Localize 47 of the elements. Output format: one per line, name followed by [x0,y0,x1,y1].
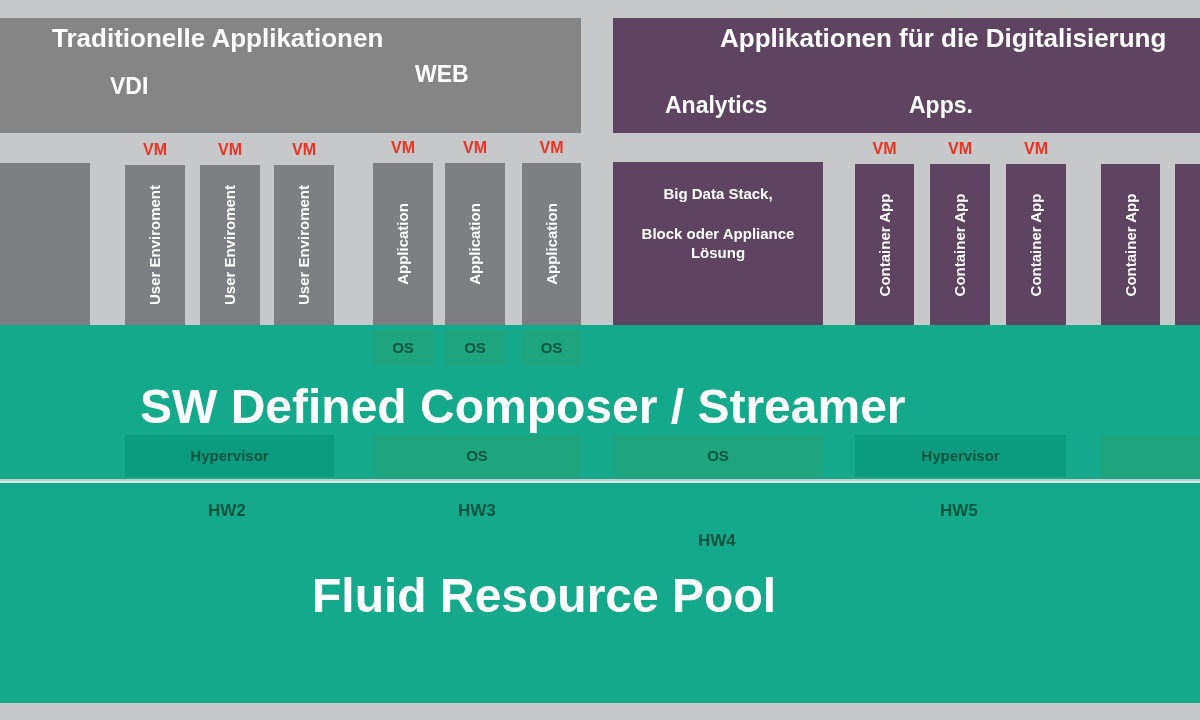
group-heading: WEB [415,62,469,88]
hardware-label: HW3 [458,500,496,522]
empty-box [0,163,90,325]
section-title: Applikationen für die Digitalisierung [720,24,1167,53]
layer-label: OS [464,337,486,358]
hardware-label: HW5 [940,500,978,522]
layer-label: OS [392,337,414,358]
vm-label: VM [1023,139,1049,159]
vertical-label: User Enviroment [144,185,164,305]
section-header [0,18,581,133]
layer-label: OS [540,337,563,358]
vertical-label: Container App [1120,193,1140,296]
box-text: Big Data Stack, [662,184,774,204]
vertical-label: Application [541,203,561,285]
vertical-label: Application [464,203,484,285]
section-title: Traditionelle Applikationen [52,24,384,53]
layer-title: Fluid Resource Pool [312,572,777,620]
layer-title: SW Defined Composer / Streamer [140,383,906,431]
box-text: Block oder Appliance Lösung [640,223,796,263]
layer-band [0,325,1200,479]
group-heading: Apps. [909,93,973,119]
group-heading: VDI [110,74,149,100]
vertical-label: Container App [1025,193,1045,296]
hardware-label: HW2 [208,500,246,522]
vertical-label: Container App [874,193,894,296]
vm-label: VM [142,140,168,160]
vm-label: VM [217,140,243,160]
vm-label: VM [871,139,898,159]
layer-label: Hypervisor [921,445,1000,466]
vertical-label: User Enviroment [219,185,239,305]
vertical-label: Container App [949,193,969,296]
layer-band [0,481,1200,703]
component-box [613,162,823,325]
hardware-label: HW4 [698,530,736,552]
layer-label: OS [466,445,488,466]
vm-label: VM [390,138,416,158]
group-heading: Analytics [665,93,768,119]
layer-label: OS [707,445,729,466]
vm-label: VM [291,140,317,160]
vertical-label: Application [392,203,412,285]
layer-label: Hypervisor [190,445,269,466]
component-box [1101,164,1160,325]
vm-label: VM [462,138,488,158]
section-header [613,18,1200,133]
vm-label: VM [538,138,565,158]
vm-label: VM [947,139,973,159]
vertical-label: User Enviroment [293,185,313,305]
